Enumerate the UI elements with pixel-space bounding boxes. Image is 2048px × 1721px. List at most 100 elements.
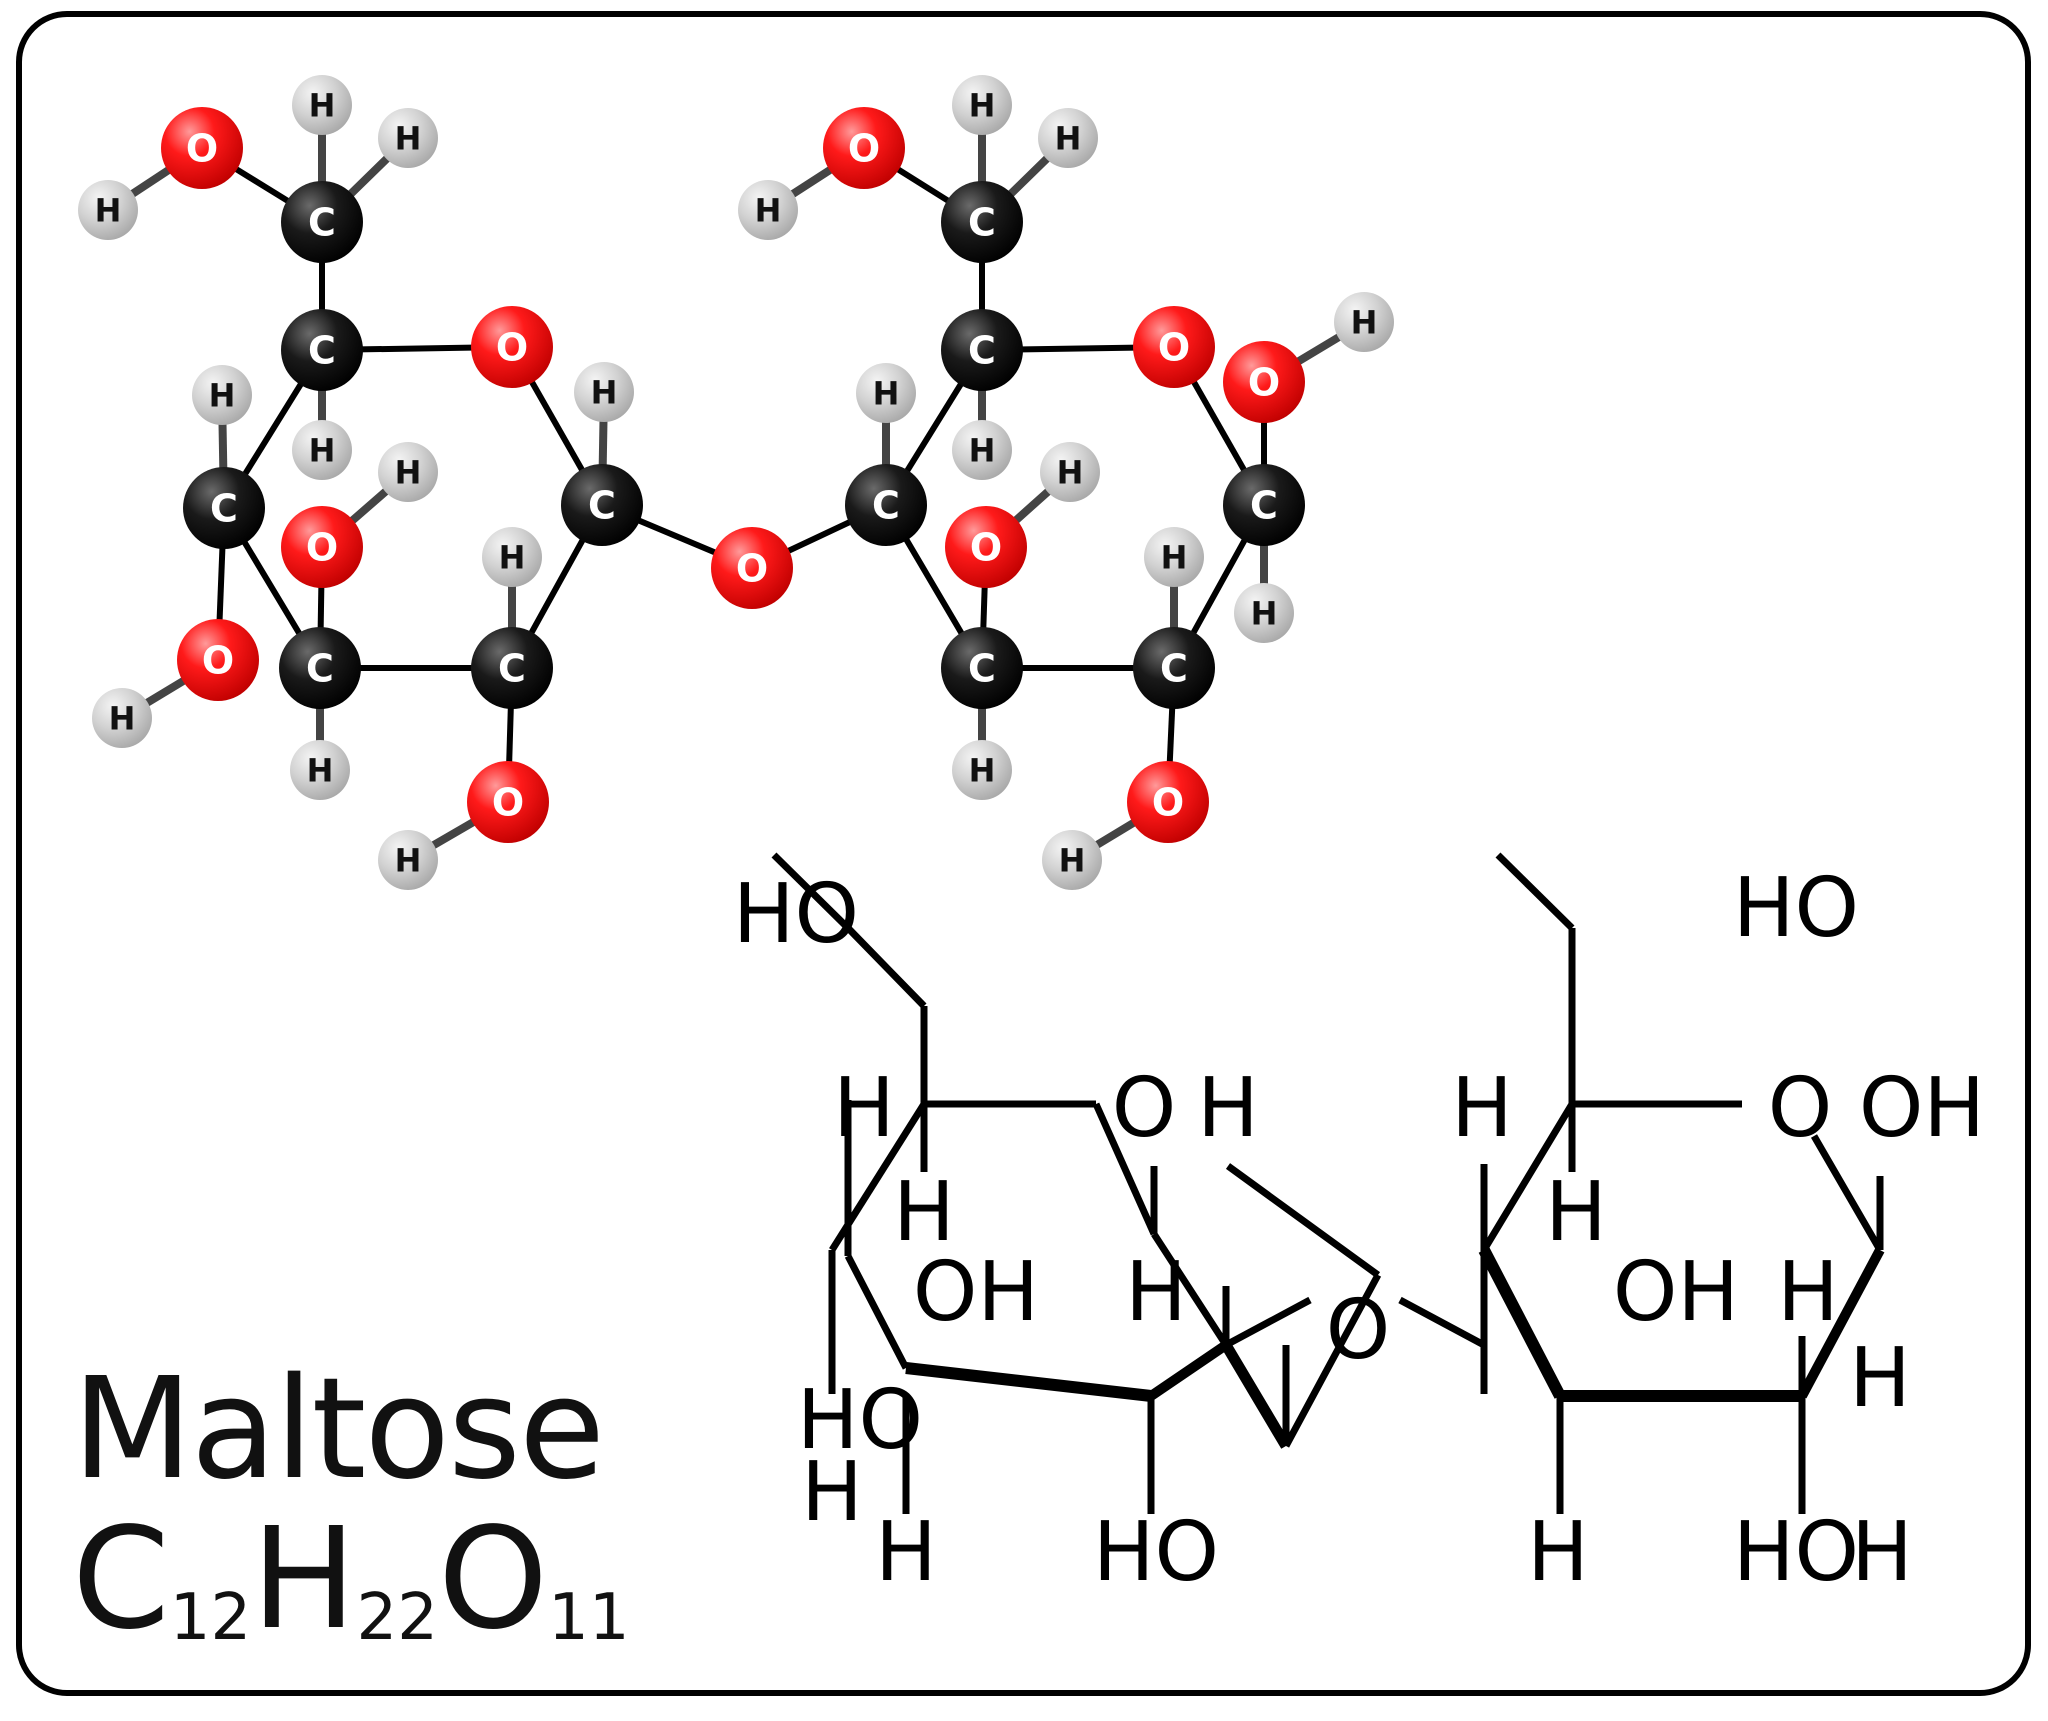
hydrogen-atom: H [192,365,252,425]
hydrogen-atom-label: H [307,752,334,790]
carbon-atom: C [845,464,927,546]
skeletal-bond [845,925,927,1009]
carbon-atom: C [281,181,363,263]
skeletal-atom-label: O [1768,1061,1833,1156]
skeletal-bond [1221,1342,1291,1449]
carbon-atom-label: C [588,484,616,528]
hydrogen-atom-label: H [755,192,782,230]
oxygen-atom: O [823,107,905,189]
oxygen-atom-label: O [492,781,524,825]
carbon-atom-label: C [308,201,336,245]
hydrogen-atom: H [378,830,438,890]
skeletal-bond [905,1362,1152,1402]
carbon-atom: C [471,627,553,709]
carbon-atom-label: C [308,329,336,373]
hydrogen-atom-label: H [209,377,236,415]
carbon-atom-label: C [306,647,334,691]
skeletal-formula-bonds [771,852,1885,1514]
carbon-atom: C [941,627,1023,709]
hydrogen-atom: H [1040,442,1100,502]
hydrogen-atom-label: H [95,192,122,230]
skeletal-atom-label: H [1451,1061,1513,1156]
skeletal-atom-label: H [875,1505,937,1600]
carbon-atom: C [183,467,265,549]
hydrogen-atom: H [378,108,438,168]
oxygen-atom: O [471,306,553,388]
skeletal-atom-label: HO [1733,1505,1859,1600]
carbon-atom: C [941,309,1023,391]
skeletal-bond [771,852,851,931]
oxygen-atom-label: O [848,127,880,171]
hydrogen-atom-label: H [395,842,422,880]
molecule-name: Maltose [72,1348,605,1511]
hydrogen-atom: H [574,362,634,422]
oxygen-atom-label: O [1158,326,1190,370]
hydrogen-atom-label: H [395,120,422,158]
oxygen-atom-label: O [1152,781,1184,825]
carbon-atom: C [281,309,363,391]
skeletal-atom-label: H [1527,1505,1589,1600]
hydrogen-atom: H [952,75,1012,135]
formula-c-count: 12 [169,1581,252,1655]
hydrogen-atom: H [292,420,352,480]
skeletal-bond [1282,1273,1382,1448]
skeletal-atom-label: H [801,1445,863,1540]
skeletal-atom-label: O [1326,1283,1391,1378]
card-frame [16,11,2031,1696]
hydrogen-atom: H [1042,830,1102,890]
oxygen-atom: O [281,506,363,588]
hydrogen-atom-label: H [1059,842,1086,880]
skeletal-atom-label: H [1125,1245,1187,1340]
formula-o-count: 11 [548,1581,630,1655]
skeletal-bond [1225,1163,1381,1278]
hydrogen-atom: H [292,75,352,135]
hydrogen-atom-label: H [1161,539,1188,577]
skeletal-atom-label: H [1777,1245,1839,1340]
skeletal-atom-label: HO [1093,1505,1219,1600]
skeletal-atom-label: HO [1733,861,1859,956]
hydrogen-atom: H [856,363,916,423]
hydrogen-atom-label: H [969,752,996,790]
skeletal-atom-label: OH [1613,1245,1739,1340]
skeletal-bond [1148,1340,1229,1401]
oxygen-atom-label: O [970,526,1002,570]
oxygen-atom-label: O [202,639,234,683]
skeletal-bond [1810,1134,1884,1252]
skeletal-atom-label: O [1112,1061,1177,1156]
skeletal-atom-label: HO [797,1373,923,1468]
oxygen-atom: O [161,107,243,189]
skeletal-bond [844,1254,910,1370]
skeletal-atom-label: H [1849,1331,1911,1426]
oxygen-atom-label: O [306,526,338,570]
skeletal-atom-label: OH [913,1245,1039,1340]
formula-o: O [437,1498,549,1661]
hydrogen-atom-label: H [309,87,336,125]
hydrogen-atom-label: H [969,87,996,125]
carbon-atom: C [1223,464,1305,546]
skeletal-atom-label: H [833,1061,895,1156]
skeletal-atom-label: H [1197,1061,1259,1156]
hydrogen-atom: H [378,442,438,502]
skeletal-atom-label: H [893,1165,955,1260]
hydrogen-atom: H [738,180,798,240]
carbon-atom-label: C [968,201,996,245]
hydrogen-atom-label: H [1055,120,1082,158]
hydrogen-atom-label: H [591,374,618,412]
molecule-caption: Maltose C12H22O11 [72,1355,630,1693]
oxygen-atom-label: O [736,547,768,591]
oxygen-atom: O [1223,341,1305,423]
carbon-atom-label: C [1250,484,1278,528]
skeletal-atom-label: HO [733,867,859,962]
hydrogen-atom-label: H [969,432,996,470]
oxygen-atom: O [467,761,549,843]
carbon-atom-label: C [968,329,996,373]
hydrogen-atom: H [78,180,138,240]
hydrogen-atom: H [92,688,152,748]
hydrogen-atom-label: H [109,700,136,738]
hydrogen-atom: H [290,740,350,800]
hydrogen-atom: H [1334,292,1394,352]
carbon-atom-label: C [498,647,526,691]
